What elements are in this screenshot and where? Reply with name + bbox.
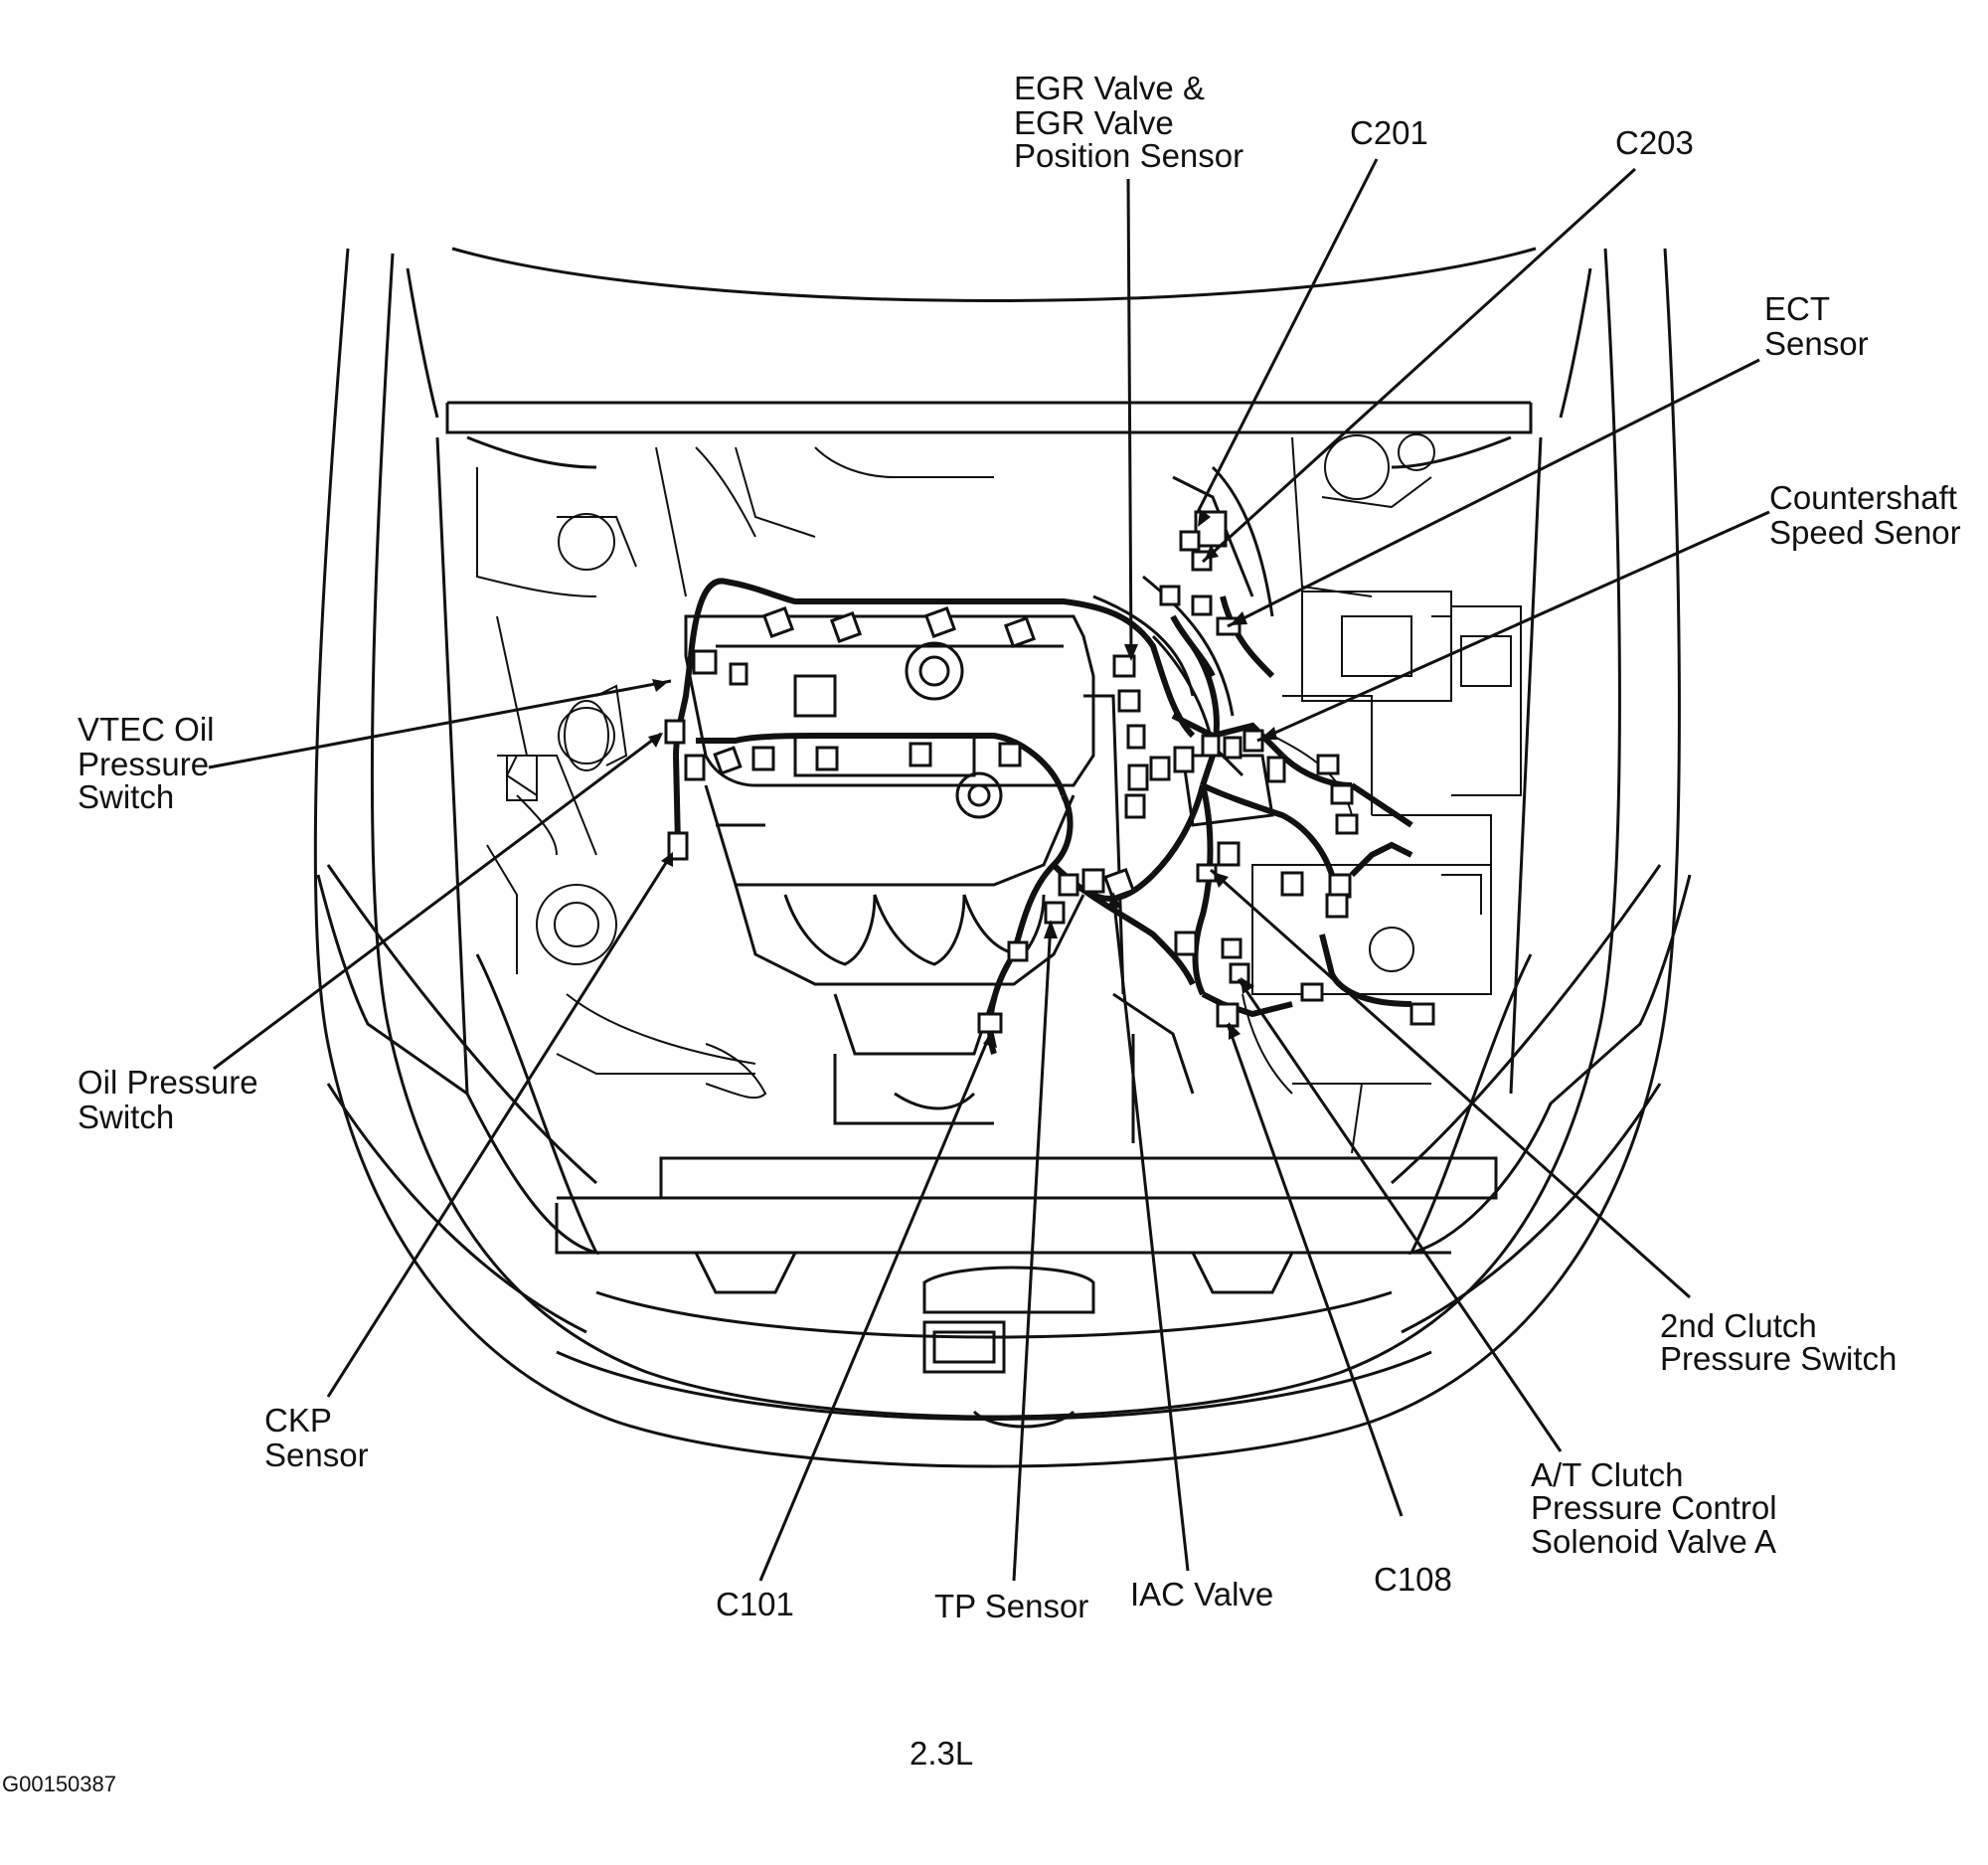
leader-2nd-clutch [1210,868,1691,1299]
leader-c101 [758,1031,993,1582]
leader-ckp [326,854,673,1398]
label-c203: C203 [1615,124,1694,161]
connector-w [1325,893,1349,919]
label-ect-line1: ECT [1764,290,1830,327]
connector-c201-b [1179,530,1201,552]
label-egr-line1: EGR Valve & [1014,70,1205,106]
label-vtec-line3: Switch [78,778,174,815]
leader-at-clutch [1237,978,1563,1452]
connector-q [1316,754,1340,775]
label-ckp-line1: CKP [264,1402,332,1439]
connector-iac [1102,867,1136,901]
label-egr-line3: Position Sensor [1014,137,1243,174]
connector-t [1217,841,1241,867]
connector-b [713,746,743,775]
wiring-harness [673,578,1413,1055]
connector-i [1191,594,1213,616]
label-egr-line2: EGR Valve [1014,104,1174,141]
connector-o [1266,756,1286,783]
connector-e [1174,931,1198,956]
leader-iac [1111,894,1190,1572]
label-at-clutch-line1: A/T Clutch [1531,1456,1683,1493]
leader-tp [1012,922,1053,1582]
label-oil-pressure-line1: Oil Pressure [78,1064,258,1101]
connector-c108 [1216,1002,1240,1028]
leader-c203 [1201,167,1637,564]
left-components [476,446,994,1100]
connector-injector-2 [829,610,863,644]
leader-c108 [1226,1023,1404,1517]
connector-n [1223,736,1242,760]
label-c101: C101 [716,1586,794,1622]
connector-l [1173,746,1195,773]
connector-tp [1044,901,1066,925]
label-at-clutch-line2: Pressure Control [1531,1489,1777,1526]
label-ckp-line2: Sensor [264,1437,369,1473]
label-vtec-line2: Pressure [78,746,209,782]
connector-injector-1 [761,605,795,639]
labels: EGR Valve & EGR Valve Position Sensor C2… [2,70,1961,1796]
label-countershaft-line2: Speed Senor [1769,514,1961,551]
leader-egr [1126,178,1133,657]
connector-coil-1 [751,746,775,771]
leader-vtec [208,679,672,769]
connector-x [1221,937,1242,959]
leader-oil-pressure [213,732,662,1071]
label-ect-line2: Sensor [1764,325,1869,362]
connector-f [1117,689,1141,713]
figure-id: G00150387 [2,1772,116,1796]
leader-c201 [1196,158,1379,513]
label-2nd-clutch-line1: 2nd Clutch [1660,1307,1817,1344]
label-c108: C108 [1374,1561,1452,1598]
caption-engine-size: 2.3L [910,1735,973,1772]
connectors [664,510,1435,1034]
connector-countershaft [1242,729,1264,753]
connector-c [1058,873,1079,897]
label-at-clutch-line3: Solenoid Valve A [1531,1523,1776,1560]
connector-y [1300,982,1324,1002]
connector-z [1409,1002,1435,1026]
connector-oil-pressure [664,719,686,745]
label-oil-pressure-line2: Switch [78,1099,174,1135]
connector-vtec [692,649,718,675]
connector-injector-3 [923,605,957,639]
connector-c201 [1194,510,1228,548]
connector-d [1007,940,1029,962]
connector-iac-1 [1081,868,1105,894]
connector-injector-4 [1003,615,1037,649]
connector-coil-4 [998,742,1022,767]
cowl-panel [435,401,1543,1095]
connector-s [1335,813,1359,835]
connector-k [1149,756,1171,781]
connector-coil-2 [815,746,839,771]
connector-m [1201,734,1221,758]
connector-u [1280,871,1304,897]
label-2nd-clutch-line2: Pressure Switch [1660,1340,1897,1377]
connector-p [1124,793,1146,819]
connector-a [684,754,706,781]
connector-j [1127,763,1149,791]
connector-c101 [977,1012,1003,1034]
connector-ckp [667,831,689,861]
connector-vtec-2 [729,662,748,686]
connector-h [1159,585,1181,606]
label-iac-valve: IAC Valve [1130,1576,1273,1612]
connector-r [1330,783,1354,805]
label-c201: C201 [1350,114,1428,151]
leader-countershaft [1256,510,1770,743]
label-tp-sensor: TP Sensor [934,1588,1088,1624]
leader-lines [208,158,1770,1582]
leader-arrowheads [648,509,1277,1048]
leader-ect [1227,358,1760,628]
connector-g [1126,724,1146,750]
connector-egr [1112,654,1136,678]
label-vtec-line1: VTEC Oil [78,711,215,748]
label-countershaft-line1: Countershaft [1769,479,1957,516]
connector-coil-3 [909,742,932,767]
